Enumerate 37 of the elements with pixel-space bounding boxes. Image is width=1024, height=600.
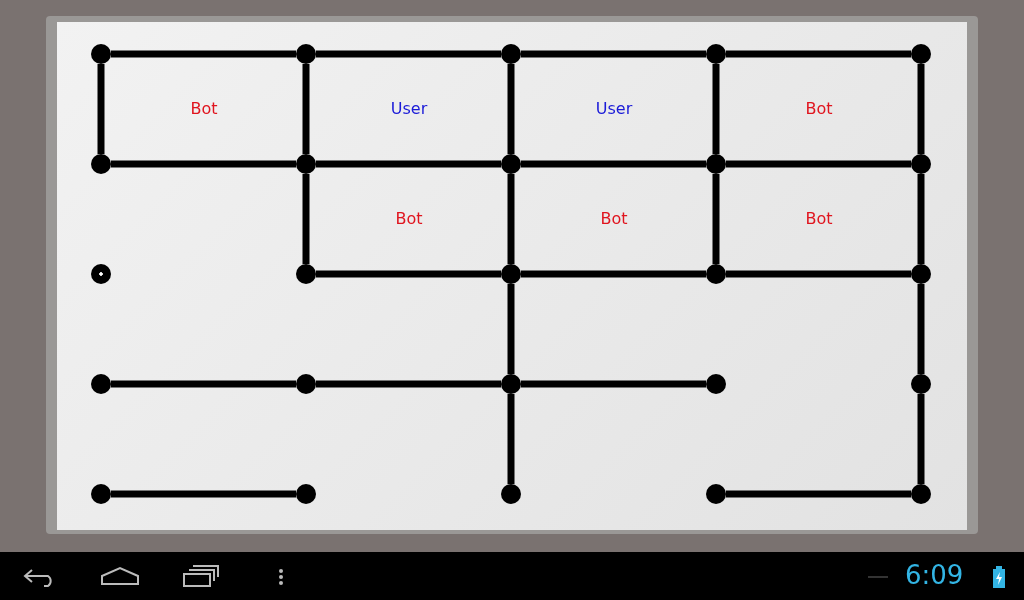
line [521, 270, 706, 278]
line [521, 160, 706, 168]
player-label: User [594, 99, 634, 118]
player-label: User [389, 99, 429, 118]
line [917, 64, 925, 154]
line [726, 270, 911, 278]
line [521, 380, 706, 388]
line [917, 284, 925, 374]
player-label: Bot [394, 209, 424, 228]
line [97, 64, 105, 154]
line [712, 174, 720, 264]
line [507, 394, 515, 484]
line [302, 174, 310, 264]
line [111, 380, 296, 388]
player-label: Bot [804, 99, 834, 118]
line [726, 490, 911, 498]
player-label: Bot [599, 209, 629, 228]
line [521, 50, 706, 58]
player-label: Bot [804, 209, 834, 228]
line [507, 64, 515, 154]
line [712, 64, 720, 154]
line [302, 64, 310, 154]
line [316, 270, 501, 278]
line [507, 174, 515, 264]
line [111, 160, 296, 168]
line [316, 50, 501, 58]
line [507, 284, 515, 374]
line [111, 50, 296, 58]
line [316, 160, 501, 168]
line [726, 160, 911, 168]
line [316, 380, 501, 388]
player-label: Bot [189, 99, 219, 118]
clock-time: 6:09 [905, 560, 964, 590]
line [917, 394, 925, 484]
line [917, 174, 925, 264]
line [726, 50, 911, 58]
line [111, 490, 296, 498]
